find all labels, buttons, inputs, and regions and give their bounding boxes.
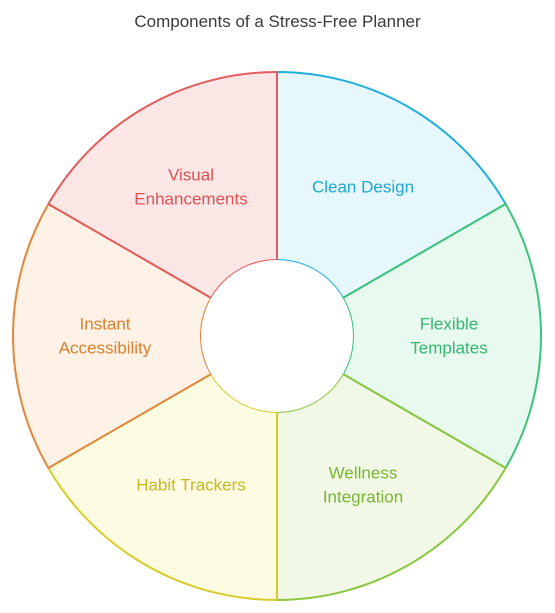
segment-3-label-line-2: Integration <box>323 487 403 506</box>
segment-6-label-line-1: Visual <box>168 166 214 185</box>
segment-4-label-line-1: Habit Trackers <box>136 475 246 494</box>
diagram-title: Components of a Stress-Free Planner <box>134 12 421 31</box>
segment-5-label-line-1: Instant <box>79 315 130 334</box>
segments-layer <box>12 71 542 601</box>
segment-1-label-line-1: Clean Design <box>312 178 414 197</box>
center-hole <box>201 260 353 412</box>
segment-3-label-line-1: Wellness <box>329 463 398 482</box>
segment-6-label-line-2: Enhancements <box>134 190 247 209</box>
segment-2-label-line-1: Flexible <box>420 315 479 334</box>
labels-layer: Clean DesignFlexibleTemplatesWellnessInt… <box>59 166 488 507</box>
segment-5-label-line-2: Accessibility <box>59 339 152 358</box>
segment-2-label-line-2: Templates <box>410 339 487 358</box>
